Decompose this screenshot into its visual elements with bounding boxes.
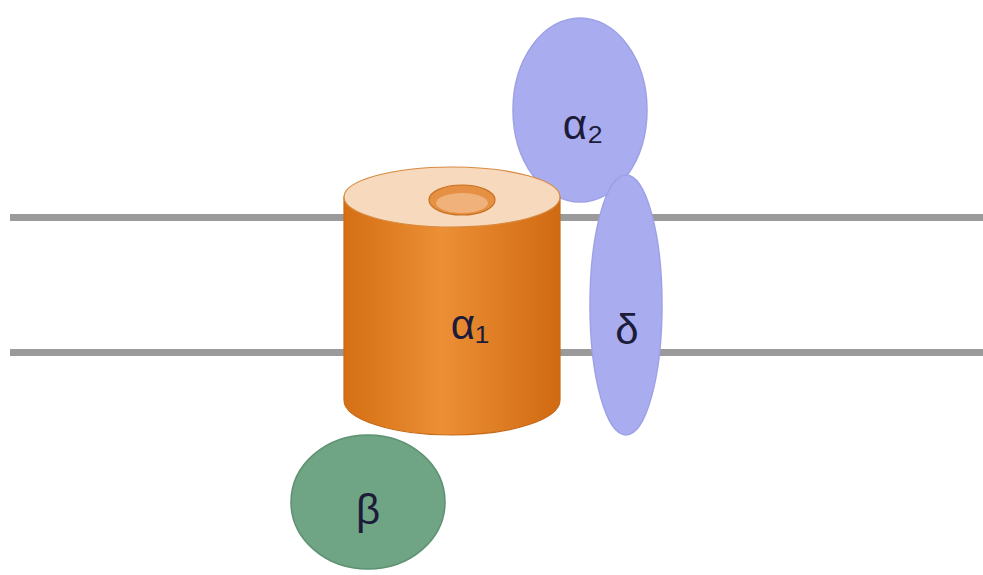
- channel-pore-inner: [436, 193, 488, 213]
- cylinder-top: [344, 167, 560, 227]
- subunit-ellipse: [291, 435, 445, 569]
- label-holder: α₂: [563, 104, 604, 146]
- channel-cylinder: [343, 165, 561, 437]
- beta-subunit: β: [290, 434, 446, 570]
- label-holder: β: [356, 489, 380, 531]
- subunit-ellipse: [590, 175, 662, 435]
- label-holder: α₁: [451, 304, 489, 346]
- alpha1-subunit: α₁: [343, 165, 561, 437]
- label-holder: δ: [615, 309, 638, 351]
- subunit-label: α₁: [451, 304, 489, 346]
- subunit-label: β: [356, 489, 380, 531]
- subunit-label: α₂: [563, 104, 604, 146]
- delta-subunit: δ: [589, 174, 663, 436]
- subunit-label: δ: [615, 309, 638, 351]
- subunit-shape: [589, 174, 663, 436]
- channel-pore: [429, 185, 495, 215]
- cylinder-body: [344, 197, 560, 435]
